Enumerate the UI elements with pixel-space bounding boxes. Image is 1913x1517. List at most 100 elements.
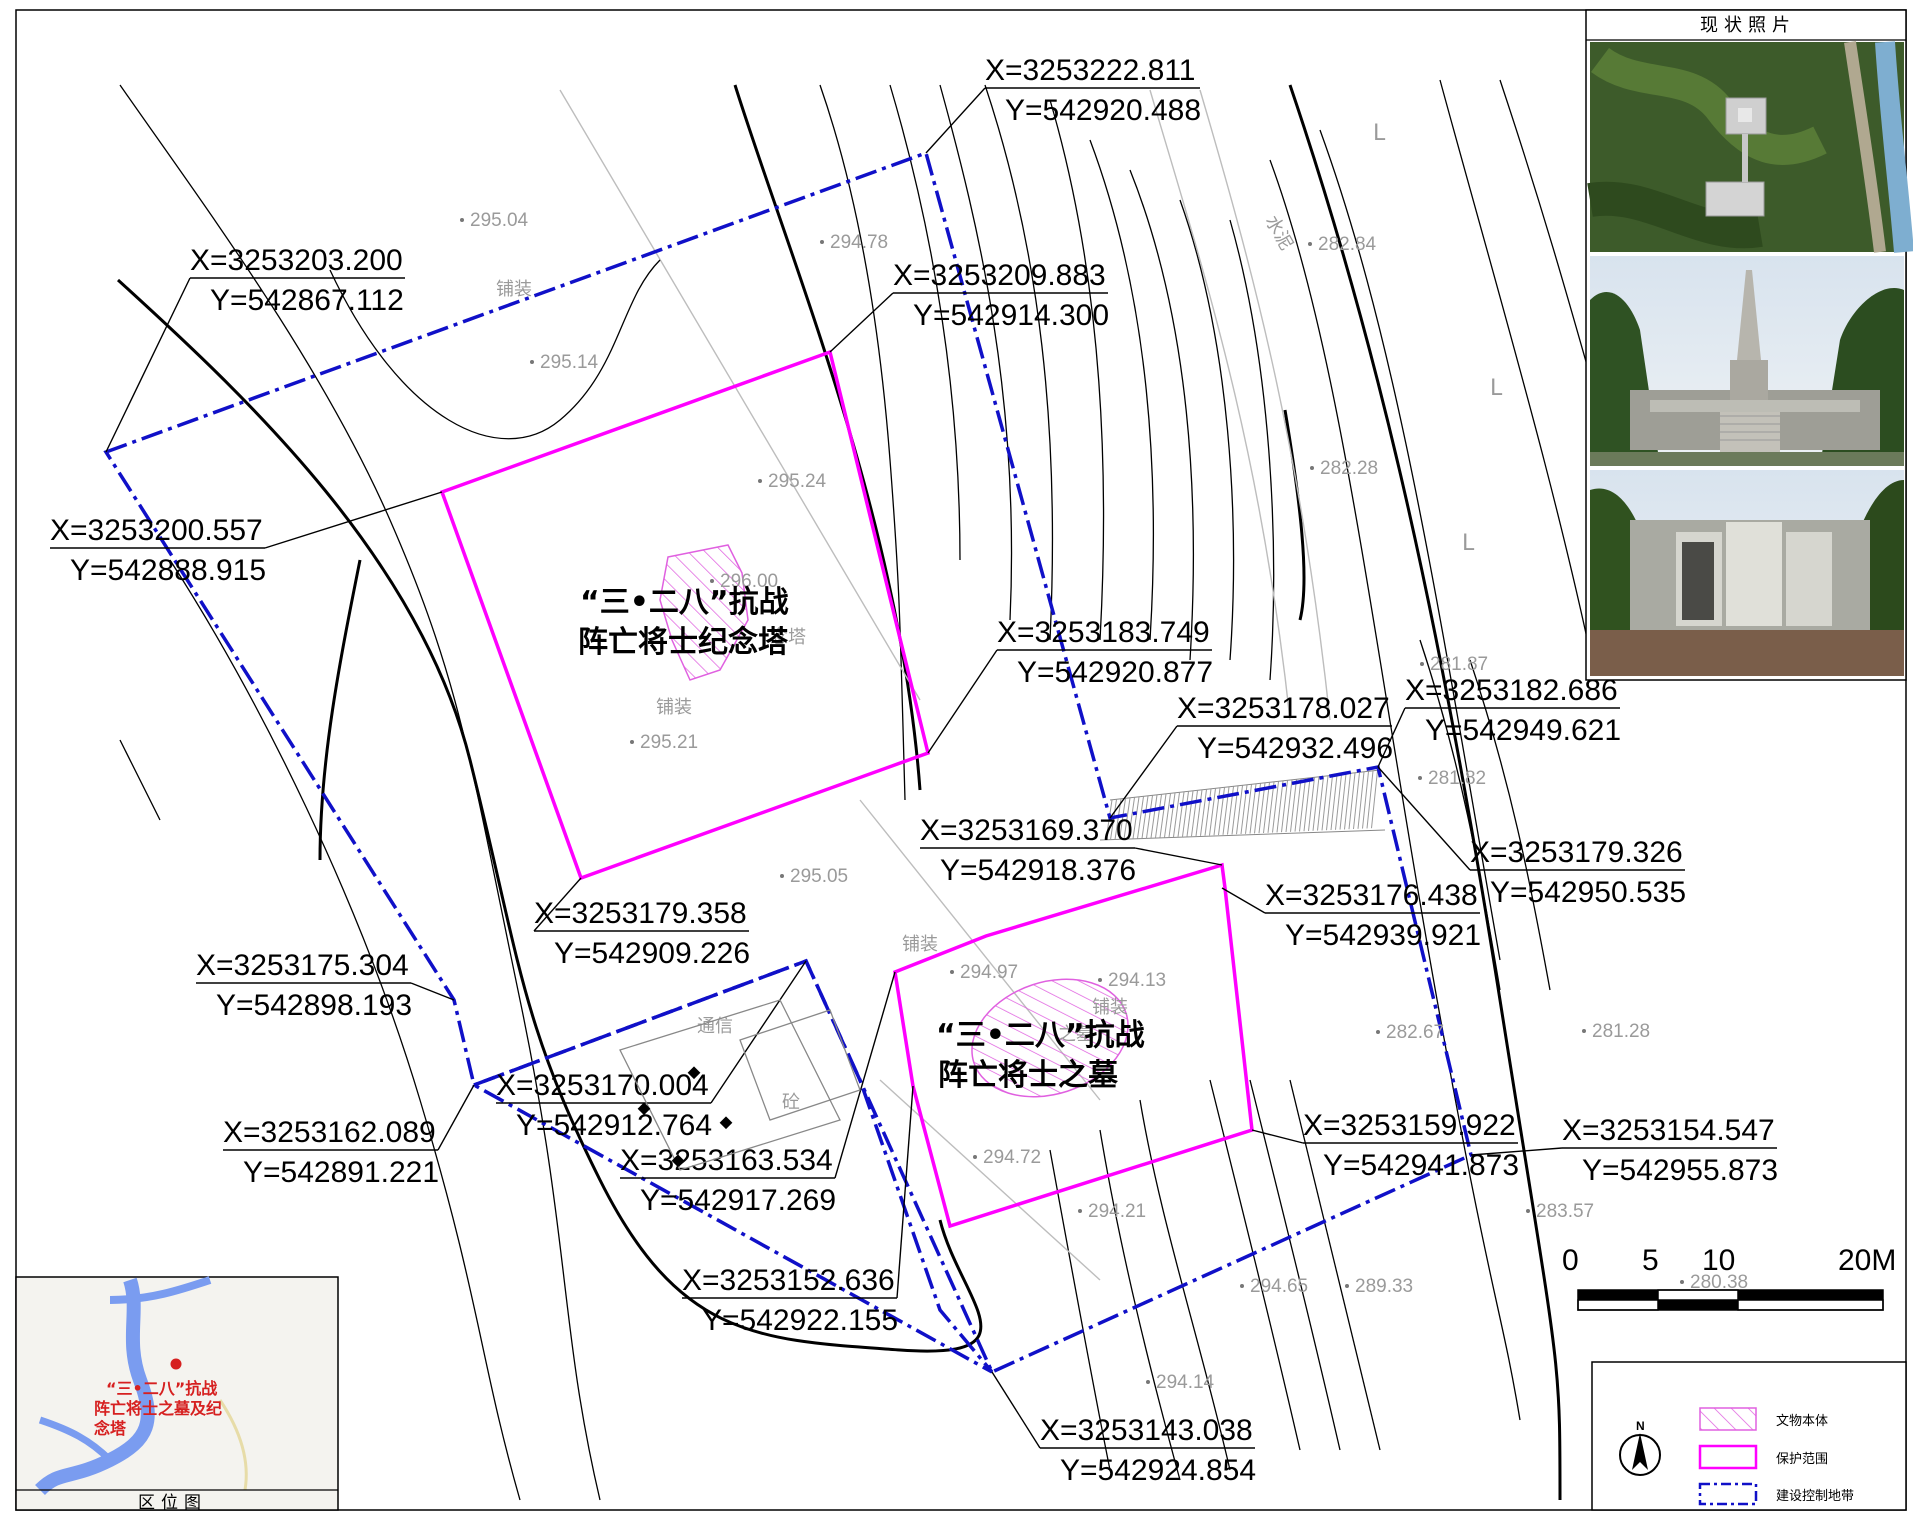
scale-bar: 0 5 10 20M — [1562, 1244, 1896, 1311]
stair-step — [1119, 798, 1126, 840]
elevation-dot — [630, 740, 634, 744]
coordinate-y-label: Y=542898.193 — [216, 989, 412, 1022]
elevation-dot — [780, 874, 784, 878]
tower-title-line2: 阵亡将士纪念塔 — [578, 625, 789, 660]
coordinate-x-label: X=3253163.534 — [620, 1144, 833, 1177]
coordinate-y-label: Y=542955.873 — [1582, 1154, 1778, 1187]
scale-tick-label: 20M — [1838, 1244, 1896, 1277]
coordinate-y-label: Y=542932.496 — [1197, 732, 1393, 765]
legend: N 文物本体 保护范围 建设控制地带 — [1591, 1361, 1907, 1511]
elevation-label: 294.21 — [1088, 1201, 1146, 1222]
stair-step — [1321, 775, 1329, 831]
elevation-label: 294.97 — [960, 962, 1018, 983]
stair-step — [1123, 797, 1131, 840]
stair-step — [1272, 781, 1279, 833]
elevation-dot — [1240, 1284, 1244, 1288]
stair-step — [1330, 774, 1338, 831]
stair-step — [1114, 798, 1122, 840]
coordinate-x-label: X=3253209.883 — [893, 259, 1106, 292]
elevation-dot — [1526, 1209, 1530, 1213]
coordinate-x-label: X=3253179.358 — [534, 897, 747, 930]
relic-body-tower — [659, 544, 749, 681]
location-marker-icon — [170, 1358, 182, 1370]
coordinate-y-label: Y=542867.112 — [210, 284, 404, 317]
stair-step — [1348, 772, 1356, 830]
coordinate-x-label: X=3253154.547 — [1562, 1114, 1775, 1147]
stair-step — [1245, 784, 1252, 834]
stair-step — [1339, 773, 1347, 830]
coordinate-leader — [437, 1084, 475, 1151]
stair-step — [1159, 793, 1167, 838]
paving-label: 铺装 — [656, 697, 692, 718]
coordinate-leader — [1134, 847, 1223, 866]
elevation-label: 289.33 — [1355, 1276, 1413, 1297]
coordinate-y-label: Y=542914.300 — [913, 299, 1109, 332]
paving-label: 铺装 — [1092, 997, 1128, 1018]
elevation-dot — [973, 1155, 977, 1159]
elevation-label: 280.38 — [1690, 1272, 1748, 1293]
stair-step — [1344, 773, 1351, 830]
coordinate-leader — [105, 277, 191, 453]
coordinate-leader — [1377, 766, 1471, 871]
elevation-label: 295.14 — [540, 352, 599, 373]
stairs — [1105, 770, 1378, 841]
stair-step — [1263, 782, 1270, 834]
stair-step — [1168, 792, 1176, 838]
inset-label-line1: “三•二八”抗战 — [106, 1379, 217, 1398]
elevation-label: 294.78 — [830, 232, 888, 253]
coordinate-leader — [1251, 1129, 1304, 1144]
tower-photo — [1590, 256, 1904, 466]
inset-title: 区位图 — [138, 1493, 207, 1513]
stair-step — [1132, 796, 1140, 839]
coordinate-y-label: Y=542924.854 — [1060, 1454, 1256, 1487]
paving-label: 铺装 — [496, 279, 532, 300]
legend-label-relic: 文物本体 — [1776, 1414, 1828, 1429]
tomb-title-line2: 阵亡将士之墓 — [938, 1058, 1119, 1093]
elevation-label: 295.21 — [640, 732, 698, 753]
legend-swatch-protection — [1698, 1444, 1758, 1470]
elevation-dot — [1418, 776, 1422, 780]
elevation-dot — [1098, 978, 1102, 982]
coordinate-y-label: Y=542950.535 — [1490, 876, 1686, 909]
sheet-frame — [15, 9, 1907, 1511]
stair-step — [1186, 790, 1194, 837]
elevation-label: 281.28 — [1592, 1021, 1650, 1042]
legend-swatch-relic — [1699, 1407, 1757, 1431]
coordinate-x-label: X=3253152.636 — [682, 1264, 895, 1297]
elevation-label: 295.24 — [768, 471, 827, 492]
stair-step — [1105, 799, 1113, 841]
stair-step — [1128, 797, 1135, 840]
stair-step — [1357, 771, 1365, 829]
coordinate-x-label: X=3253169.370 — [920, 814, 1133, 847]
stair-step — [1312, 776, 1320, 831]
photos-panel-title: 现状照片 — [1700, 15, 1796, 36]
stair-step — [1258, 782, 1266, 834]
stair-step — [1335, 774, 1342, 830]
coordinate-y-label: Y=542920.488 — [1005, 94, 1201, 127]
paving-label: 铺装 — [902, 934, 938, 955]
stair-step — [1200, 789, 1207, 836]
stair-step — [1290, 779, 1297, 832]
elevation-label: 294.14 — [1156, 1372, 1215, 1393]
north-arrow-icon: N — [1619, 1419, 1661, 1476]
stair-step — [1249, 783, 1257, 834]
tower-title-line1: “三•二八”抗战 — [580, 585, 789, 620]
coordinate-x-label: X=3253162.089 — [223, 1116, 436, 1149]
tower-title: “三•二八”抗战 阵亡将士纪念塔 — [578, 585, 789, 660]
coordinate-leader — [1470, 1147, 1563, 1156]
coordinate-y-label: Y=542922.155 — [702, 1304, 898, 1337]
topography — [116, 79, 1586, 1501]
stair-step — [1177, 791, 1185, 837]
stair-step — [1137, 796, 1144, 839]
elevation-dot — [710, 579, 714, 583]
coordinate-leaders — [50, 87, 1777, 1449]
elevation-dot — [1582, 1029, 1586, 1033]
stair-step — [1276, 780, 1284, 833]
elevation-label: 283.57 — [1536, 1201, 1594, 1222]
map-labels: 铺装 铺装 铺装 铺装 水泥 通信 砼 念塔 之墓 L L L — [496, 121, 1503, 1113]
tomb-small-label: 之墓 — [1058, 1024, 1094, 1045]
coordinate-x-label: X=3253159.922 — [1303, 1109, 1516, 1142]
slope-label: L — [1373, 121, 1386, 146]
